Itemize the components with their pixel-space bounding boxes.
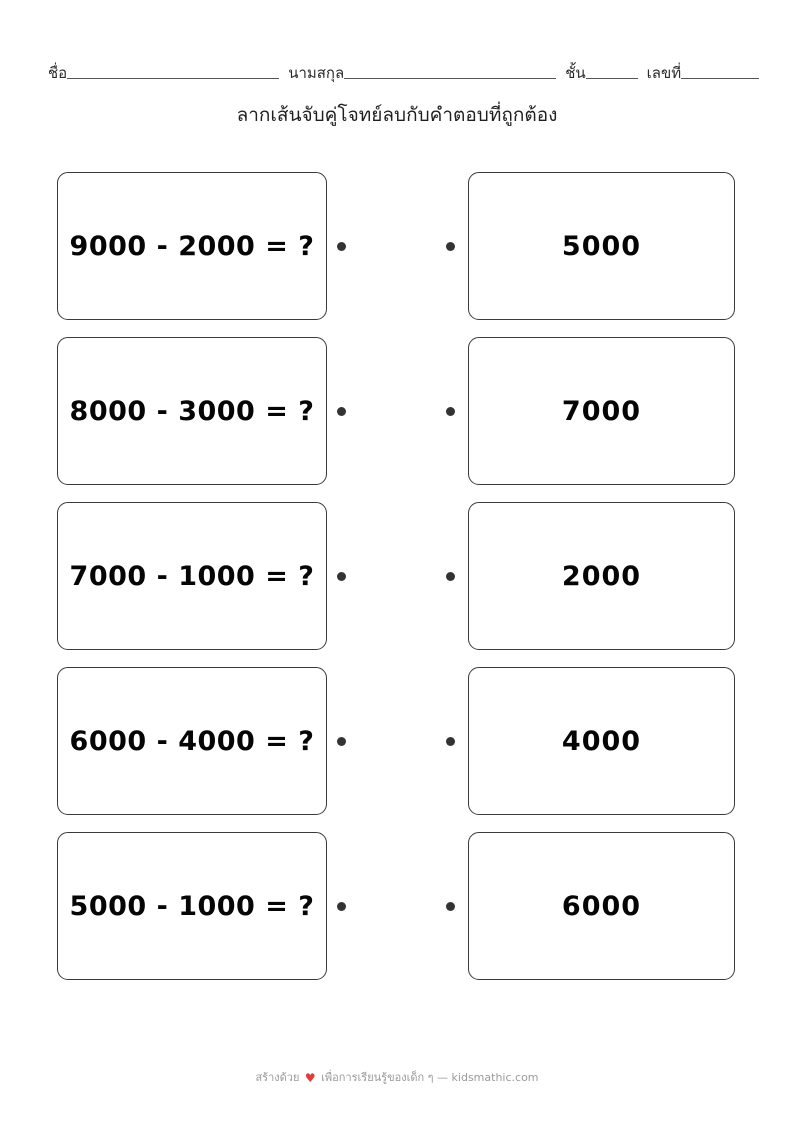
answer-connector-dot[interactable] xyxy=(446,406,455,416)
answer-text: 4000 xyxy=(561,725,642,757)
answer-card[interactable]: 5000 xyxy=(468,172,735,320)
answer-card[interactable]: 4000 xyxy=(468,667,735,815)
matching-row: 8000 - 3000 = ? 7000 xyxy=(0,337,794,485)
answer-connector-dot[interactable] xyxy=(446,901,455,911)
page-title: ลากเส้นจับคู่โจทย์ลบกับคำตอบที่ถูกต้อง xyxy=(236,104,558,126)
student-info-row: ชื่อ นามสกุล ชั้น เลขที่ xyxy=(48,58,760,82)
class-input-line[interactable] xyxy=(585,78,638,79)
question-card[interactable]: 5000 - 1000 = ? xyxy=(57,832,327,980)
number-input-line[interactable] xyxy=(681,78,760,79)
matching-row: 6000 - 4000 = ? 4000 xyxy=(0,667,794,815)
matching-row: 7000 - 1000 = ? 2000 xyxy=(0,502,794,650)
matching-grid: 9000 - 2000 = ? 5000 8000 - 3000 = ? 700… xyxy=(0,172,794,997)
footer-prefix: สร้างด้วย xyxy=(255,1071,300,1084)
matching-row: 9000 - 2000 = ? 5000 xyxy=(0,172,794,320)
surname-input-line[interactable] xyxy=(344,78,557,79)
footer-credit: สร้างด้วย ♥ เพื่อการเรียนรู้ของเด็ก ๆ — … xyxy=(0,1068,794,1086)
number-label: เลขที่ xyxy=(646,64,682,82)
question-connector-dot[interactable] xyxy=(337,241,346,251)
question-card[interactable]: 6000 - 4000 = ? xyxy=(57,667,327,815)
question-card[interactable]: 9000 - 2000 = ? xyxy=(57,172,327,320)
question-card[interactable]: 7000 - 1000 = ? xyxy=(57,502,327,650)
question-text: 8000 - 3000 = ? xyxy=(69,395,315,427)
answer-text: 5000 xyxy=(561,230,642,262)
class-label: ชั้น xyxy=(565,64,586,82)
answer-text: 6000 xyxy=(561,890,642,922)
question-text: 5000 - 1000 = ? xyxy=(69,890,315,922)
question-connector-dot[interactable] xyxy=(337,901,346,911)
footer-middle: เพื่อการเรียนรู้ของเด็ก ๆ — xyxy=(321,1071,449,1084)
heart-icon: ♥ xyxy=(304,1071,316,1085)
question-text: 9000 - 2000 = ? xyxy=(69,230,315,262)
answer-card[interactable]: 6000 xyxy=(468,832,735,980)
surname-label: นามสกุล xyxy=(288,64,345,82)
question-connector-dot[interactable] xyxy=(337,736,346,746)
answer-connector-dot[interactable] xyxy=(446,736,455,746)
question-card[interactable]: 8000 - 3000 = ? xyxy=(57,337,327,485)
matching-row: 5000 - 1000 = ? 6000 xyxy=(0,832,794,980)
answer-connector-dot[interactable] xyxy=(446,241,455,251)
answer-text: 2000 xyxy=(561,560,642,592)
name-label: ชื่อ xyxy=(48,64,68,82)
answer-card[interactable]: 2000 xyxy=(468,502,735,650)
answer-card[interactable]: 7000 xyxy=(468,337,735,485)
answer-text: 7000 xyxy=(561,395,642,427)
name-input-line[interactable] xyxy=(67,78,280,79)
question-connector-dot[interactable] xyxy=(337,571,346,581)
question-text: 6000 - 4000 = ? xyxy=(69,725,315,757)
question-text: 7000 - 1000 = ? xyxy=(69,560,315,592)
footer-site-link[interactable]: kidsmathic.com xyxy=(451,1071,539,1084)
answer-connector-dot[interactable] xyxy=(446,571,455,581)
question-connector-dot[interactable] xyxy=(337,406,346,416)
